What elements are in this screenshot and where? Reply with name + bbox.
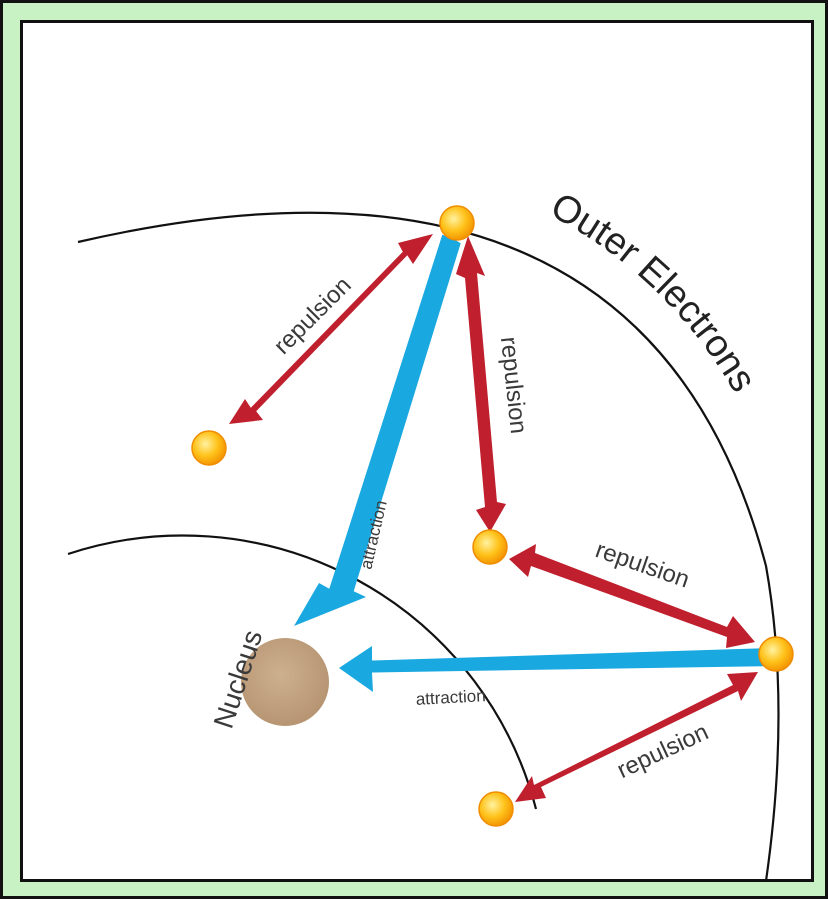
repulsion-arrow [515,672,758,802]
electron [192,431,226,465]
electron-forces-diagram: Nucleus Outer Electrons repulsion repuls… [23,23,814,882]
attraction-label: attraction [415,686,486,709]
electron [440,206,474,240]
diagram-panel: Nucleus Outer Electrons repulsion repuls… [20,20,814,882]
outer-electrons-label: Outer Electrons [544,185,764,399]
repulsion-arrow [456,236,506,532]
electron [479,792,513,826]
electron [759,637,793,671]
repulsion-label: repulsion [495,335,532,435]
repulsion-label: repulsion [613,718,713,784]
electron [473,530,507,564]
attraction-arrow [339,646,776,692]
